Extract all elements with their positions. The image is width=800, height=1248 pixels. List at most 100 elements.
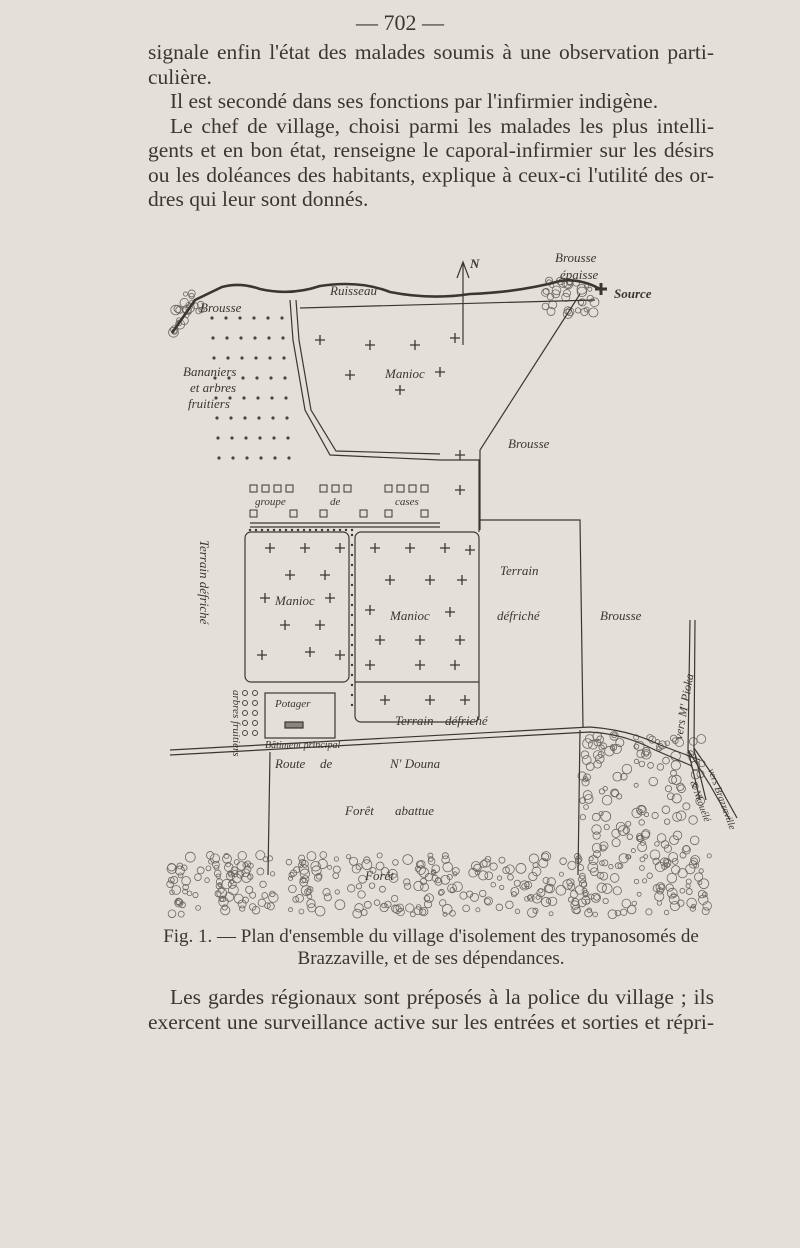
bush-mark	[630, 848, 636, 854]
bush-mark	[618, 853, 629, 864]
bush-mark	[599, 844, 607, 852]
hedge-dot	[350, 683, 354, 687]
bush-mark	[449, 910, 456, 917]
manioc-cross	[415, 660, 425, 670]
north-label: N	[469, 256, 480, 271]
fruit-tree	[242, 700, 248, 706]
bush-mark	[633, 734, 640, 741]
tree-dot	[210, 316, 214, 320]
bush-mark	[182, 883, 189, 891]
fruit-tree	[252, 710, 258, 716]
bush-mark	[574, 307, 582, 314]
manioc-cross	[457, 575, 467, 585]
bush-mark	[614, 862, 622, 870]
manioc-cross	[315, 620, 325, 630]
case-hut	[319, 509, 328, 518]
page-number: — 702 —	[356, 10, 444, 35]
bush-mark	[579, 797, 586, 804]
hedge-dot	[350, 693, 354, 697]
bush-mark	[323, 893, 332, 902]
bush-mark	[698, 868, 704, 874]
bush-mark	[622, 826, 631, 834]
bush-mark	[428, 856, 434, 862]
bush-mark	[669, 900, 681, 912]
tree-dot	[284, 396, 288, 400]
canal-line	[299, 299, 596, 309]
tree-dot	[283, 376, 287, 380]
bush-mark	[589, 297, 600, 308]
tree-dot	[212, 356, 216, 360]
bush-mark	[656, 763, 665, 771]
bush-mark	[637, 842, 648, 853]
bush-mark	[633, 743, 640, 750]
hedge-dot	[350, 613, 354, 617]
bush-mark	[582, 790, 593, 800]
text-line: culière.	[148, 64, 212, 89]
bush-mark	[166, 863, 178, 874]
bush-mark	[345, 854, 352, 860]
bush-mark	[403, 878, 411, 886]
bush-mark	[313, 873, 322, 882]
bush-mark	[528, 871, 538, 882]
bush-mark	[701, 907, 710, 916]
bush-mark	[674, 737, 684, 748]
manioc-cross	[450, 660, 460, 670]
hedge-dot	[308, 528, 312, 532]
bush-mark	[182, 291, 189, 297]
bush-mark	[173, 304, 182, 313]
bush-mark	[452, 871, 458, 877]
bush-mark	[409, 911, 416, 918]
bush-mark	[484, 871, 494, 880]
case-hut	[331, 484, 340, 493]
fruit-tree	[252, 720, 258, 726]
bush-mark	[610, 788, 620, 798]
bush-mark	[496, 875, 503, 881]
bush-mark	[257, 898, 266, 907]
bush-mark	[391, 894, 399, 903]
bush-mark	[170, 304, 181, 316]
bush-mark	[357, 890, 366, 899]
bush-mark	[499, 884, 505, 890]
bush-mark	[452, 881, 463, 892]
bush-mark	[672, 830, 683, 841]
label-de: de	[330, 496, 341, 508]
manioc-cross	[365, 340, 375, 350]
bush-mark	[562, 879, 573, 890]
bush-mark	[431, 874, 439, 882]
bush-mark	[168, 326, 179, 338]
bush-mark	[663, 818, 671, 825]
bush-mark	[540, 851, 552, 862]
bush-mark	[440, 875, 451, 885]
bush-mark	[558, 871, 564, 877]
bush-mark	[395, 903, 404, 913]
fruit-tree	[242, 710, 248, 716]
terrain-defriche-plot	[440, 459, 584, 728]
label-defriche-bottom: défriché	[445, 713, 489, 728]
bush-mark	[615, 738, 625, 748]
bush-mark	[612, 771, 623, 782]
bush-mark	[423, 895, 431, 902]
hedge-dot	[284, 528, 288, 532]
ruisseau-stream	[170, 279, 601, 334]
bush-mark	[288, 875, 294, 881]
hedge-dot	[302, 528, 306, 532]
case-hut	[285, 484, 294, 493]
bush-mark	[352, 908, 363, 919]
bush-mark	[392, 904, 402, 914]
hedge-dot	[266, 528, 270, 532]
bush-mark	[612, 886, 622, 896]
bush-mark	[237, 851, 247, 861]
manioc-cross	[285, 570, 295, 580]
bush-mark	[702, 901, 712, 911]
bush-mark	[209, 853, 220, 864]
bush-mark	[419, 877, 427, 885]
brousse-hatching	[166, 276, 712, 920]
bush-mark	[479, 860, 488, 868]
bush-mark	[194, 873, 202, 881]
manioc-cross	[435, 367, 445, 377]
bush-mark	[669, 835, 679, 846]
hedge-dot	[320, 528, 324, 532]
bush-mark	[591, 842, 602, 853]
bush-mark	[269, 890, 276, 898]
bush-mark	[256, 867, 265, 876]
